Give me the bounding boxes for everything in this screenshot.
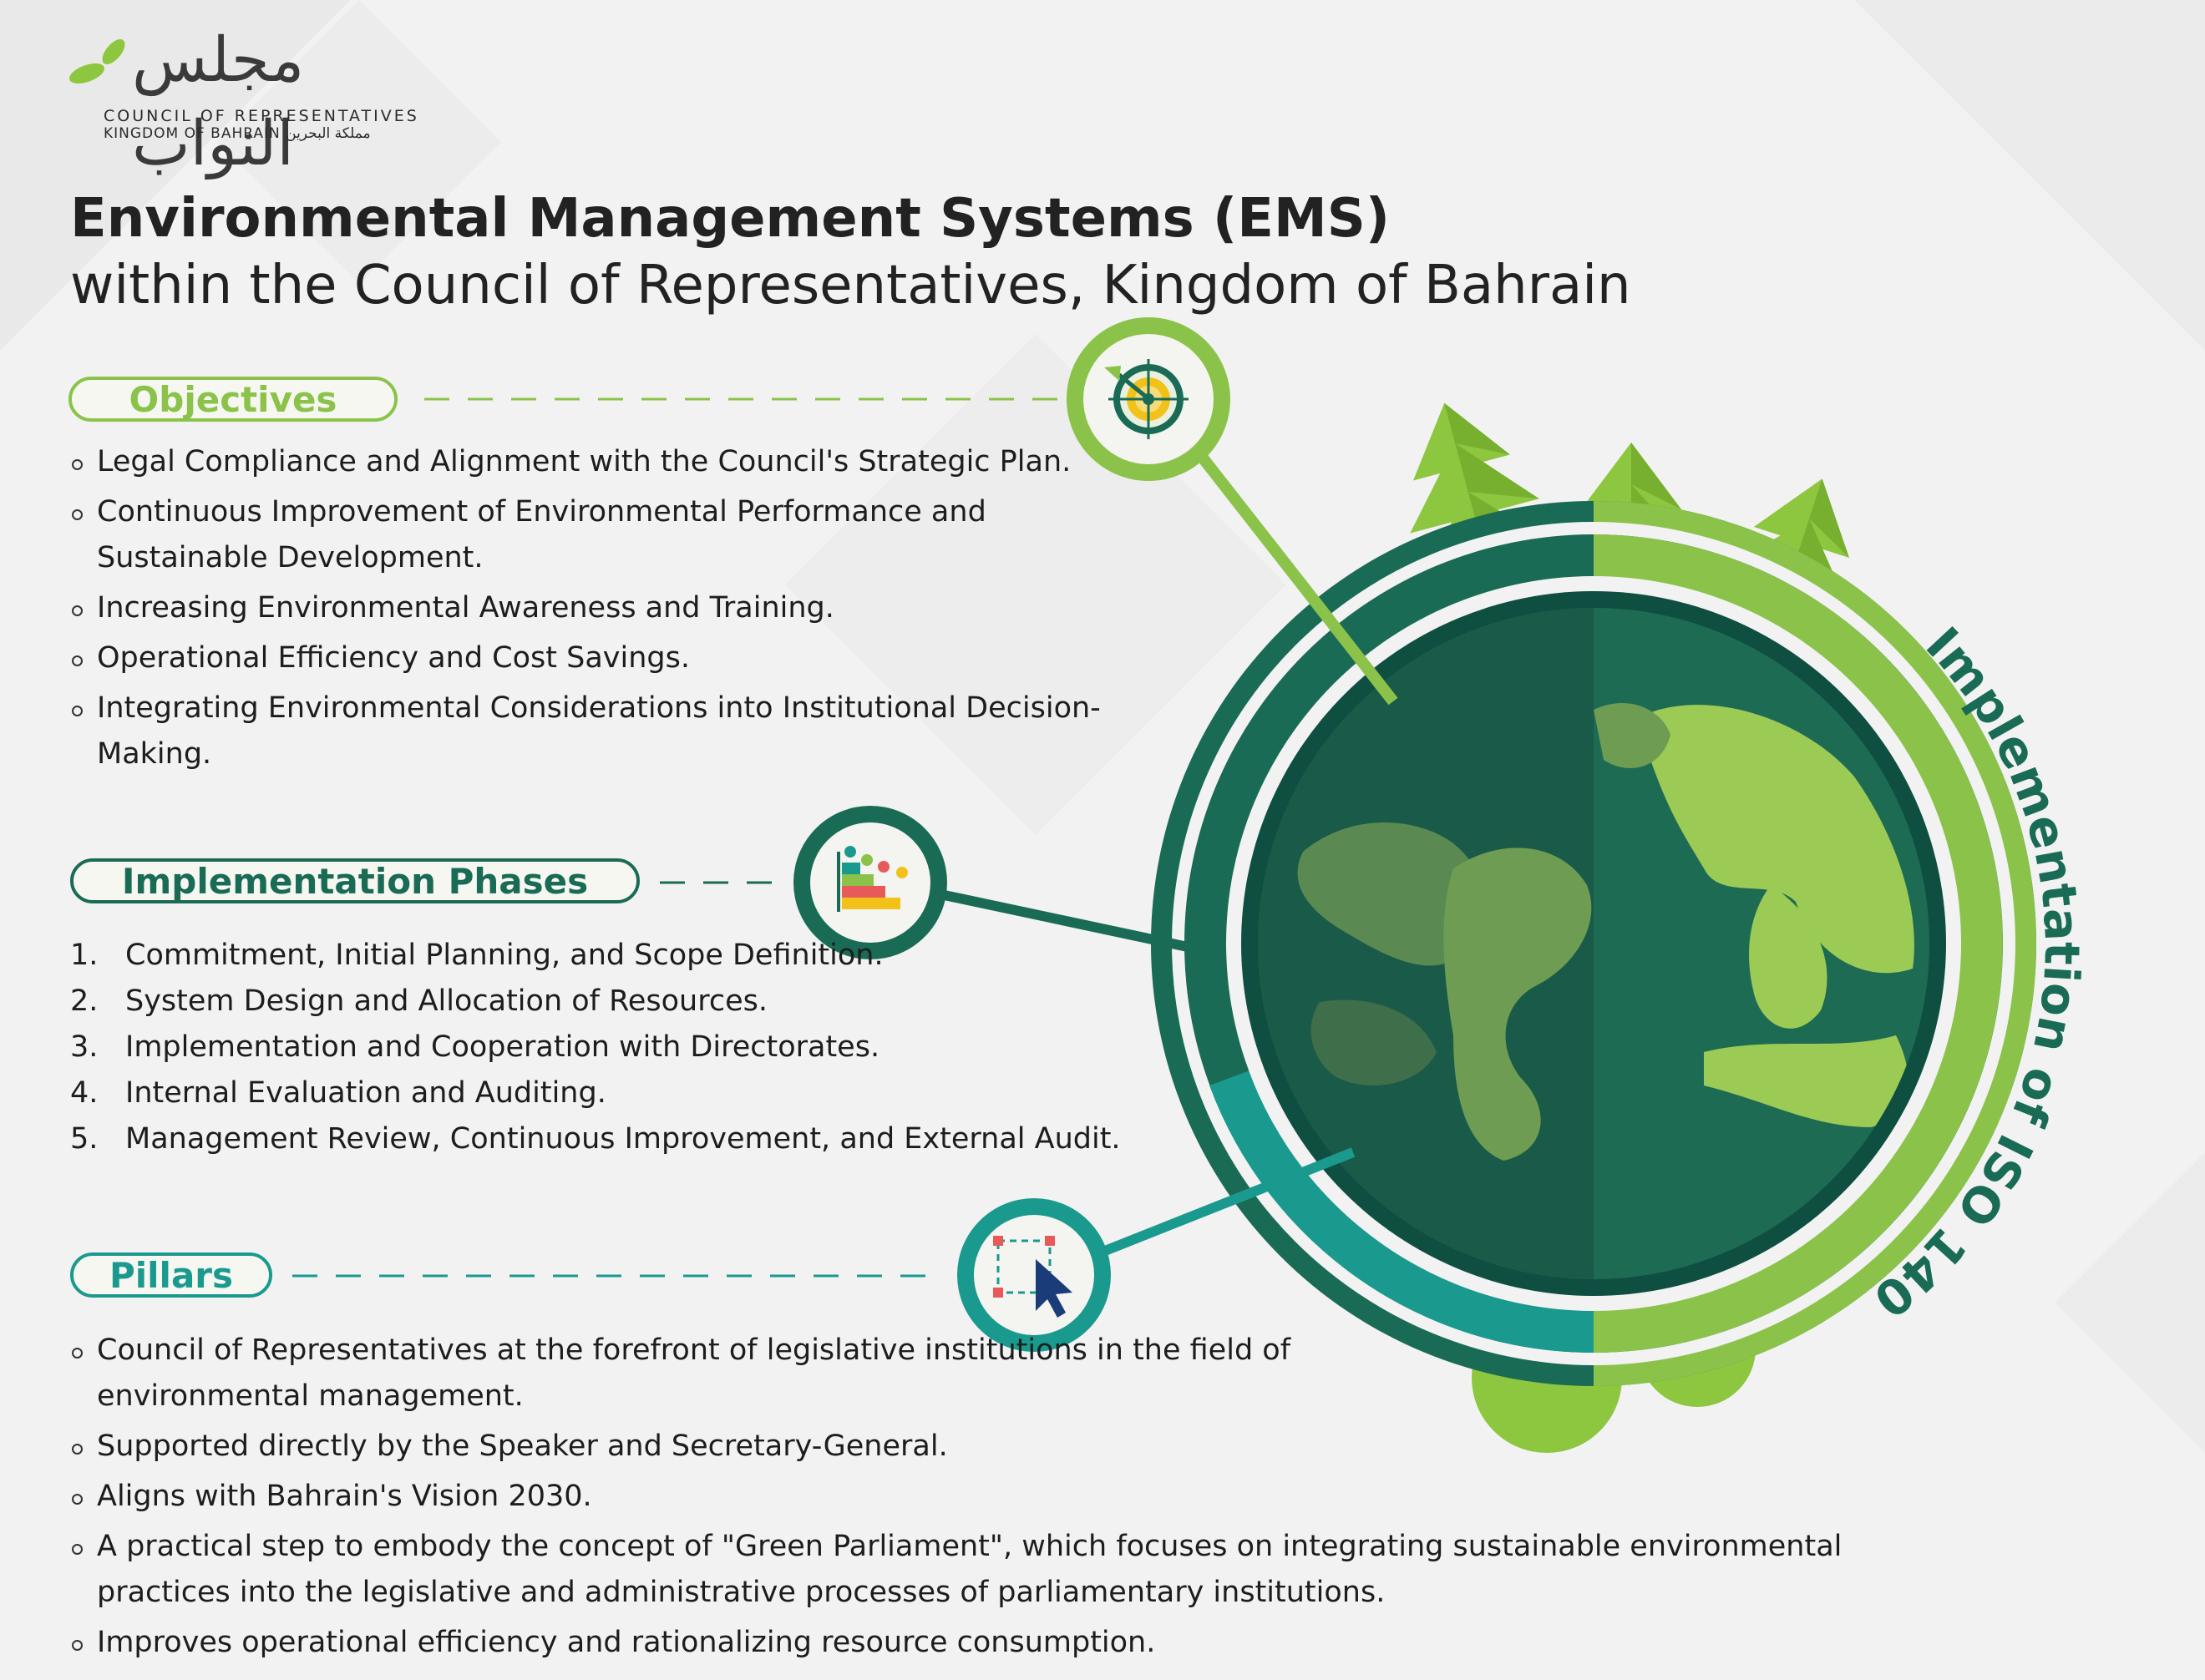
phases-heading: Implementation Phases [70, 858, 640, 903]
logo-english-line1: COUNCIL OF REPRESENTATIVES [104, 107, 419, 125]
pillars-list: Council of Representatives at the forefr… [70, 1328, 2142, 1670]
pillars-heading: Pillars [70, 1252, 272, 1298]
earth-globe [1258, 608, 1929, 1279]
phase-text: Management Review, Continuous Improvemen… [125, 1122, 1121, 1156]
objectives-heading: Objectives [68, 377, 398, 422]
phase-text: System Design and Allocation of Resource… [125, 984, 768, 1018]
phase-item: 2. System Design and Allocation of Resour… [70, 979, 1139, 1025]
page-title: Environmental Management Systems (EMS) [70, 188, 1391, 250]
council-logo: مجلس النواب COUNCIL OF REPRESENTATIVES K… [65, 18, 433, 180]
phase-text: Commitment, Initial Planning, and Scope … [125, 939, 884, 972]
phase-item: 4. Internal Evaluation and Auditing. [70, 1070, 1139, 1116]
leaf-icon [69, 39, 125, 84]
objectives-list: Legal Compliance and Alignment with the … [70, 439, 1139, 782]
objective-item: Continuous Improvement of Environmental … [70, 489, 1139, 581]
phase-number: 5. [70, 1122, 99, 1156]
phase-number: 3. [70, 1030, 99, 1064]
phase-number: 2. [70, 984, 99, 1018]
bar-chart-icon [793, 806, 947, 959]
objective-item: Legal Compliance and Alignment with the … [70, 439, 1139, 485]
pillar-item: Council of Representatives at the forefr… [70, 1328, 1325, 1419]
target-icon [1067, 317, 1230, 481]
phase-text: Internal Evaluation and Auditing. [125, 1076, 606, 1110]
page-subtitle: within the Council of Representatives, K… [70, 255, 1631, 316]
phases-list: 1. Commitment, Initial Planning, and Scop… [70, 933, 1139, 1162]
pillar-item: Aligns with Bahrain's Vision 2030. [70, 1474, 2142, 1520]
pillar-item: A practical step to embody the concept o… [70, 1524, 1984, 1616]
pillar-item: Supported directly by the Speaker and Se… [70, 1424, 2142, 1470]
phase-number: 1. [70, 939, 99, 972]
objective-item: Increasing Environmental Awareness and T… [70, 585, 1139, 631]
phase-item: 1. Commitment, Initial Planning, and Scop… [70, 933, 1139, 979]
phase-text: Implementation and Cooperation with Dire… [125, 1030, 880, 1064]
phase-item: 3. Implementation and Cooperation with Di… [70, 1025, 1139, 1070]
phase-item: 5. Management Review, Continuous Improvem… [70, 1116, 1128, 1162]
logo-arabic-text: مجلس النواب [132, 24, 305, 180]
objective-item: Operational Efficiency and Cost Savings. [70, 635, 1139, 681]
objective-item: Integrating Environmental Considerations… [70, 686, 1139, 777]
phase-number: 4. [70, 1076, 99, 1110]
pillar-item: Improves operational efficiency and rati… [70, 1620, 2142, 1666]
logo-english-line2: KINGDOM OF BAHRAIN مملكة البحرين [104, 125, 371, 142]
cursor-select-icon [957, 1198, 1111, 1352]
